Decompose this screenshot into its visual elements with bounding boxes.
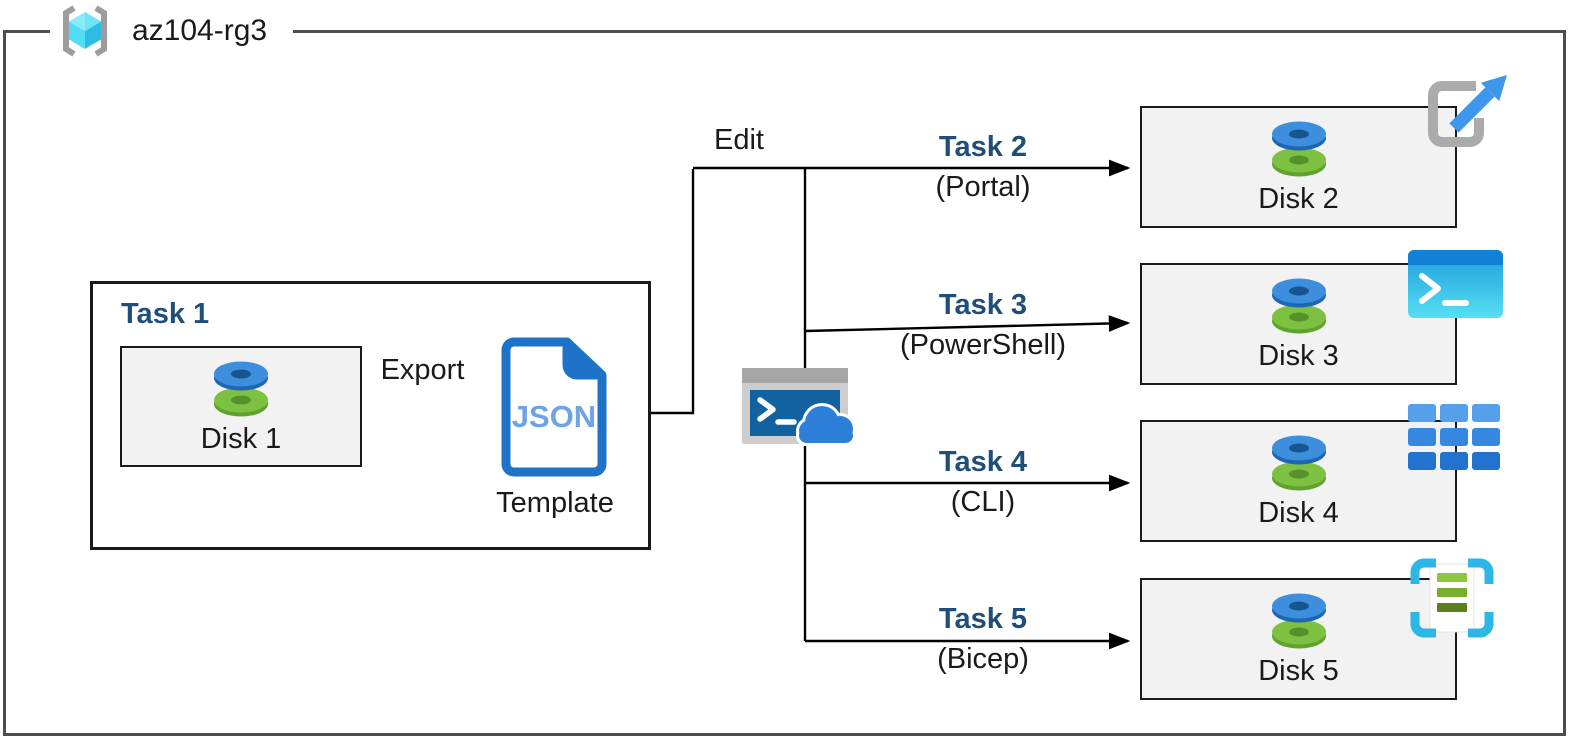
task4-method: (CLI) — [950, 486, 1016, 518]
template-caption: Template — [496, 487, 614, 519]
task1-title: Task 1 — [121, 298, 210, 330]
task5-method: (Bicep) — [937, 643, 1029, 675]
disk1-box: Disk 1 — [120, 346, 362, 467]
portal-launch-icon — [1428, 75, 1507, 147]
disk2-label: Disk 2 — [1258, 183, 1339, 215]
disk-icon — [1271, 435, 1326, 491]
task4-label: Task 4 — [938, 446, 1028, 478]
powershell-icon — [1408, 250, 1503, 318]
task3-arrow — [804, 315, 1131, 333]
disk5-box: Disk 5 — [1140, 578, 1457, 700]
disk-icon — [1271, 121, 1326, 177]
disk1-label: Disk 1 — [200, 423, 282, 455]
disk-icon — [214, 361, 268, 417]
task2-label: Task 2 — [938, 131, 1028, 163]
task4-label-group: Task 4 (CLI) — [833, 441, 1133, 521]
resource-group-header: az104-rg3 — [50, 1, 294, 61]
task1-box: Task 1 Disk 1 Export JSON Template — [90, 281, 651, 550]
disk3-box: Disk 3 — [1140, 263, 1457, 385]
disk5-label: Disk 5 — [1258, 655, 1339, 687]
task3-label: Task 3 — [938, 289, 1028, 321]
template-to-edit-connector — [647, 169, 695, 415]
resource-group-frame — [3, 30, 1566, 736]
resource-group-icon — [63, 5, 107, 57]
task5-label-group: Task 5 (Bicep) — [833, 598, 1133, 678]
cloud-shell-icon — [742, 368, 856, 446]
task2-label-group: Task 2 (Portal) — [833, 126, 1133, 206]
json-doc-text: JSON — [511, 399, 597, 434]
task3-method: (PowerShell) — [900, 329, 1066, 361]
disk4-label: Disk 4 — [1258, 497, 1339, 529]
edit-label: Edit — [714, 124, 764, 156]
azure-cli-icon — [1408, 404, 1500, 470]
task3-label-group: Task 3 (PowerShell) — [833, 284, 1133, 364]
resource-group-name: az104-rg3 — [132, 14, 268, 47]
task2-method: (Portal) — [935, 171, 1031, 203]
disk2-box: Disk 2 — [1140, 106, 1457, 228]
disk3-label: Disk 3 — [1258, 340, 1339, 372]
task5-label: Task 5 — [938, 603, 1028, 635]
export-label: Export — [380, 354, 465, 386]
disk-icon — [1271, 278, 1326, 334]
bicep-template-icon — [1410, 558, 1494, 638]
json-document-icon — [501, 337, 607, 477]
disk4-box: Disk 4 — [1140, 420, 1457, 542]
json-template-icon: JSON — [497, 337, 611, 477]
disk-icon — [1271, 593, 1326, 649]
